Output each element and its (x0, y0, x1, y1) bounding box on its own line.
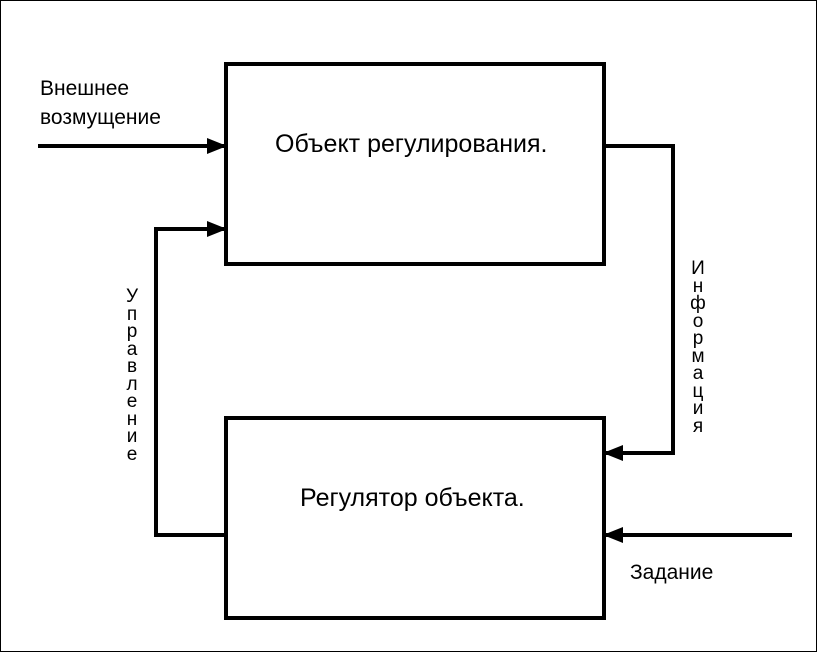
vertical-letter: а (126, 338, 138, 360)
vertical-letter: У (125, 286, 139, 307)
vertical-letter: в (126, 356, 138, 377)
regulator-block-label: Регулятор объекта. (300, 484, 525, 512)
vertical-letter: л (126, 373, 138, 395)
disturbance-label-line1: Внешнее (40, 77, 130, 100)
object-block (224, 62, 606, 266)
vertical-letter: ц (692, 380, 704, 402)
vertical-letter: и (126, 426, 138, 447)
disturbance-label-line2: возмущение (40, 106, 161, 129)
control-arrow (154, 221, 227, 537)
vertical-letter: о (692, 310, 704, 332)
vertical-letter: н (692, 275, 704, 297)
regulator-block (224, 416, 606, 620)
vertical-letter: р (692, 328, 704, 349)
information-arrow (603, 144, 675, 461)
vertical-letter: И (691, 258, 705, 279)
vertical-letter: я (692, 415, 704, 437)
object-block-label: Объект регулирования. (275, 130, 548, 158)
setpoint-label: Задание (630, 561, 714, 584)
vertical-letter: ф (690, 293, 706, 314)
vertical-letter: е (126, 443, 138, 465)
vertical-letter: п (126, 303, 138, 325)
vertical-letter: н (126, 408, 138, 430)
vertical-letter: р (126, 321, 138, 342)
vertical-letter: а (692, 363, 704, 384)
vertical-letter: е (126, 391, 138, 412)
vertical-letter: м (691, 345, 705, 367)
vertical-letter: и (692, 398, 704, 419)
